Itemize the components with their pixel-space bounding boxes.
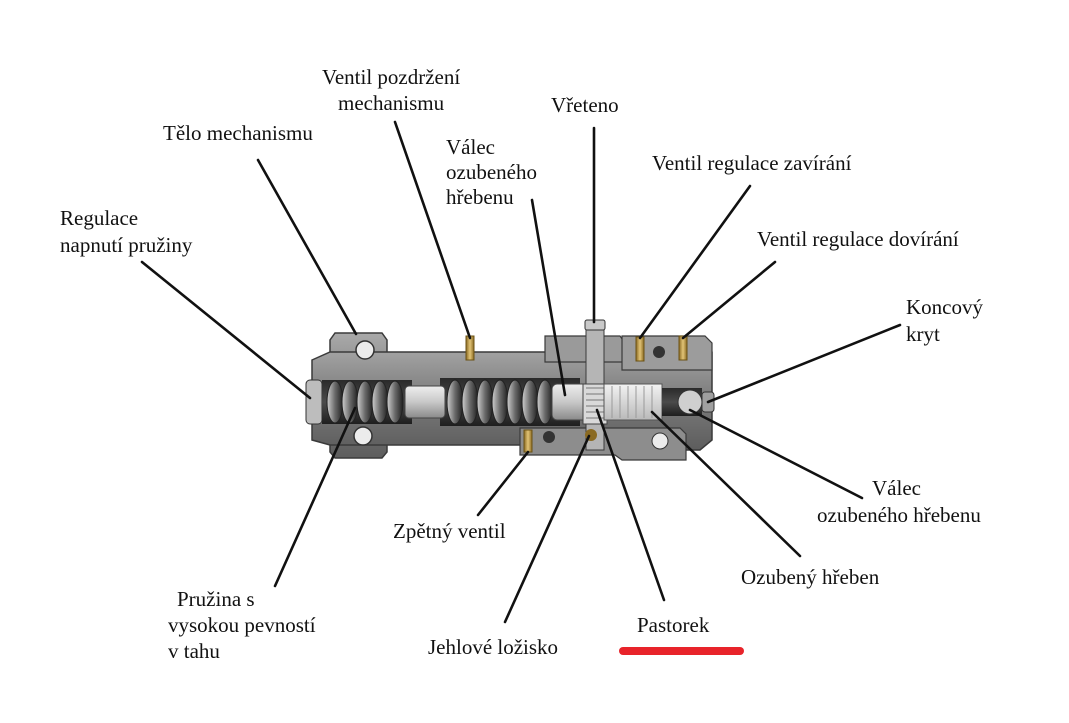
label-valec-top-line2: ozubeného bbox=[446, 160, 537, 184]
label-valec-right-line1: Válec bbox=[872, 476, 921, 500]
label-koncovy-line2: kryt bbox=[906, 322, 940, 346]
leader-ventil-zavirani bbox=[638, 184, 752, 340]
label-valec-top: Válec ozubeného hřebenu bbox=[446, 135, 542, 209]
leader-telo bbox=[256, 158, 358, 336]
label-valec-top-line3: hřebenu bbox=[446, 185, 514, 209]
label-ventil-zavirani: Ventil regulace zavírání bbox=[652, 151, 852, 175]
label-pastorek: Pastorek bbox=[637, 613, 710, 637]
label-telo: Tělo mechanismu bbox=[163, 121, 313, 145]
leader-valec-top bbox=[530, 198, 567, 397]
label-pruzina-line1: Pružina s bbox=[177, 587, 255, 611]
label-regulace-line1: Regulace bbox=[60, 206, 138, 230]
leader-lines bbox=[140, 120, 902, 624]
label-zpetny-ventil: Zpětný ventil bbox=[393, 519, 506, 543]
leader-koncovy bbox=[706, 323, 902, 404]
leader-ventil-pozdrzeni bbox=[393, 120, 472, 340]
leader-zpetny bbox=[476, 450, 530, 517]
label-ventil-pozdrzeni-line1: Ventil pozdržení bbox=[322, 65, 460, 89]
label-pruzina-line2: vysokou pevností bbox=[168, 613, 316, 637]
leader-valec-right bbox=[688, 408, 864, 500]
labels: Ventil pozdržení mechanismu Vřeteno Tělo… bbox=[60, 65, 988, 663]
spring-left bbox=[326, 380, 404, 424]
leader-jehlove bbox=[503, 434, 591, 624]
label-regulace-line2: napnutí pružiny bbox=[60, 233, 193, 257]
label-ventil-pozdrzeni: Ventil pozdržení mechanismu bbox=[322, 65, 465, 115]
valve-body bbox=[305, 319, 715, 461]
label-valec-right-line2: ozubeného hřebenu bbox=[817, 503, 981, 527]
label-koncovy-line1: Koncový bbox=[906, 295, 983, 319]
spring-middle bbox=[446, 379, 554, 425]
label-ventil-dovirani: Ventil regulace dovírání bbox=[757, 227, 959, 251]
leader-pruzina bbox=[273, 406, 357, 588]
label-valec-top-line1: Válec bbox=[446, 135, 495, 159]
leader-regulace bbox=[140, 260, 312, 400]
leader-pastorek bbox=[595, 408, 666, 602]
leader-ventil-dovirani bbox=[681, 260, 777, 340]
label-pruzina: Pružina s vysokou pevností v tahu bbox=[168, 587, 321, 663]
label-jehlove-lozisko: Jehlové ložisko bbox=[428, 635, 558, 659]
label-regulace-napnuti: Regulace napnutí pružiny bbox=[60, 206, 193, 257]
label-valec-right: Válec ozubeného hřebenu bbox=[817, 476, 981, 527]
label-ozubeny-hreben: Ozubený hřeben bbox=[741, 565, 880, 589]
label-vreteno: Vřeteno bbox=[551, 93, 619, 117]
label-ventil-pozdrzeni-line2: mechanismu bbox=[338, 91, 445, 115]
label-pruzina-line3: v tahu bbox=[168, 639, 220, 663]
label-koncovy-kryt: Koncový kryt bbox=[906, 295, 988, 346]
leader-ozubeny bbox=[650, 410, 802, 558]
